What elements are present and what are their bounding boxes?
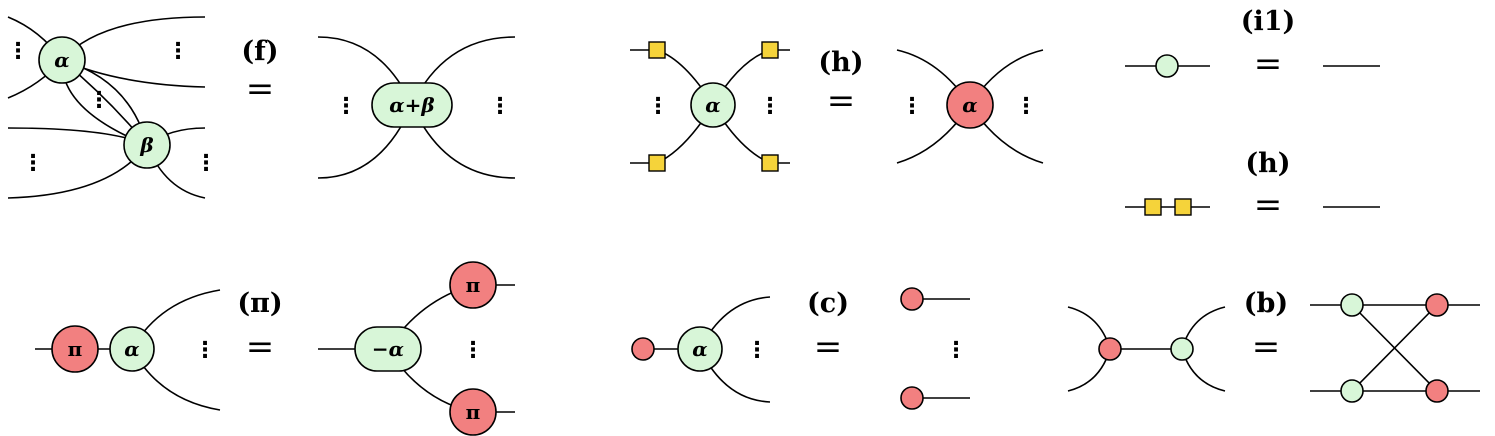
green-spider-alpha-plus-beta bbox=[371, 82, 453, 128]
red-spider-alpha bbox=[946, 81, 994, 129]
green-spider bbox=[1170, 337, 1194, 361]
hadamard-box bbox=[1144, 198, 1162, 216]
red-spider-pi bbox=[51, 325, 99, 373]
red-spider-pi bbox=[449, 261, 497, 309]
spider-label-pi: π bbox=[466, 400, 481, 424]
ellipsis-dots: ⋮ bbox=[489, 94, 511, 119]
green-spider-alpha bbox=[677, 326, 723, 372]
ellipsis-dots: ⋮ bbox=[901, 94, 923, 119]
ellipsis-dots: ⋮ bbox=[759, 94, 781, 119]
fusion-rule-rhs: α+β ⋮ ⋮ bbox=[317, 36, 516, 179]
ellipsis-dots: ⋮ bbox=[335, 94, 357, 119]
spider-label-alpha: α bbox=[705, 93, 720, 117]
fusion-rule-lhs: α β ⋮ ⋮ ⋮ ⋮ ⋮ bbox=[7, 16, 217, 199]
green-spider-alpha bbox=[38, 36, 86, 84]
equals-sign: = bbox=[246, 69, 275, 109]
ellipsis-dots: ⋮ bbox=[88, 88, 110, 113]
bialgebra-rule-rhs bbox=[1310, 293, 1480, 403]
ellipsis-dots: ⋮ bbox=[194, 338, 216, 363]
ellipsis-dots: ⋮ bbox=[22, 151, 44, 176]
copy-rule-lhs: α ⋮ bbox=[631, 296, 771, 403]
ellipsis-dots: ⋮ bbox=[1015, 94, 1037, 119]
pi-rule-rhs: −α π π ⋮ bbox=[318, 261, 515, 436]
equals-sign: = bbox=[1254, 185, 1283, 225]
color-change-rule-rhs: α ⋮ ⋮ bbox=[896, 49, 1044, 164]
hadamard-box bbox=[648, 41, 666, 59]
spider-label-minus-alpha: −α bbox=[372, 337, 404, 361]
identity-rule-lhs bbox=[1125, 54, 1210, 78]
color-change-rule-lhs: α ⋮ ⋮ bbox=[630, 41, 790, 172]
spider-label-pi: π bbox=[68, 337, 83, 361]
red-spider bbox=[631, 337, 655, 361]
rule-label-f: (f) bbox=[241, 36, 278, 67]
red-spider bbox=[900, 287, 924, 311]
rule-label-b: (b) bbox=[1244, 288, 1288, 319]
spider-label-alpha: α bbox=[54, 48, 69, 72]
red-spider-pi bbox=[449, 388, 497, 436]
bialgebra-rule-lhs bbox=[1067, 306, 1226, 392]
copy-rule-rhs: ⋮ bbox=[900, 287, 970, 410]
green-spider bbox=[1155, 54, 1179, 78]
equals-sign: = bbox=[827, 81, 856, 121]
hadamard-box bbox=[648, 154, 666, 172]
equals-sign: = bbox=[246, 327, 275, 367]
ellipsis-dots: ⋮ bbox=[462, 338, 484, 363]
hadamard-box bbox=[1174, 198, 1192, 216]
pi-rule-lhs: π α ⋮ bbox=[35, 289, 221, 411]
ellipsis-dots: ⋮ bbox=[945, 338, 967, 363]
equals-sign: = bbox=[814, 327, 843, 367]
red-spider bbox=[1425, 379, 1449, 403]
green-spider-alpha bbox=[690, 82, 736, 128]
red-spider bbox=[1425, 293, 1449, 317]
ellipsis-dots: ⋮ bbox=[647, 94, 669, 119]
spider-label-alpha-plus-beta: α+β bbox=[389, 93, 434, 117]
red-spider bbox=[900, 386, 924, 410]
hadamard-box bbox=[761, 154, 779, 172]
spider-label-alpha: α bbox=[692, 337, 707, 361]
rule-label-h: (h) bbox=[1245, 148, 1290, 179]
green-spider-beta bbox=[123, 121, 171, 169]
ellipsis-dots: ⋮ bbox=[167, 39, 189, 64]
green-spider bbox=[1340, 379, 1364, 403]
hadamard-hadamard-rule-lhs bbox=[1125, 198, 1210, 216]
rule-label-pi: (π) bbox=[237, 288, 282, 319]
ellipsis-dots: ⋮ bbox=[195, 151, 217, 176]
spider-label-alpha: α bbox=[124, 337, 139, 361]
hadamard-box bbox=[761, 41, 779, 59]
ellipsis-dots: ⋮ bbox=[746, 338, 768, 363]
green-spider-minus-alpha bbox=[354, 326, 422, 372]
equals-sign: = bbox=[1254, 44, 1283, 84]
spider-label-beta: β bbox=[139, 133, 153, 157]
rule-label-i1: (i1) bbox=[1241, 6, 1296, 37]
ellipsis-dots: ⋮ bbox=[7, 39, 29, 64]
equals-sign: = bbox=[1252, 327, 1281, 367]
spider-label-alpha: α bbox=[962, 93, 977, 117]
rule-label-h: (h) bbox=[818, 47, 863, 78]
spider-label-pi: π bbox=[466, 273, 481, 297]
green-spider bbox=[1340, 293, 1364, 317]
red-spider bbox=[1098, 337, 1122, 361]
green-spider-alpha bbox=[109, 326, 155, 372]
rule-label-c: (c) bbox=[807, 288, 849, 319]
